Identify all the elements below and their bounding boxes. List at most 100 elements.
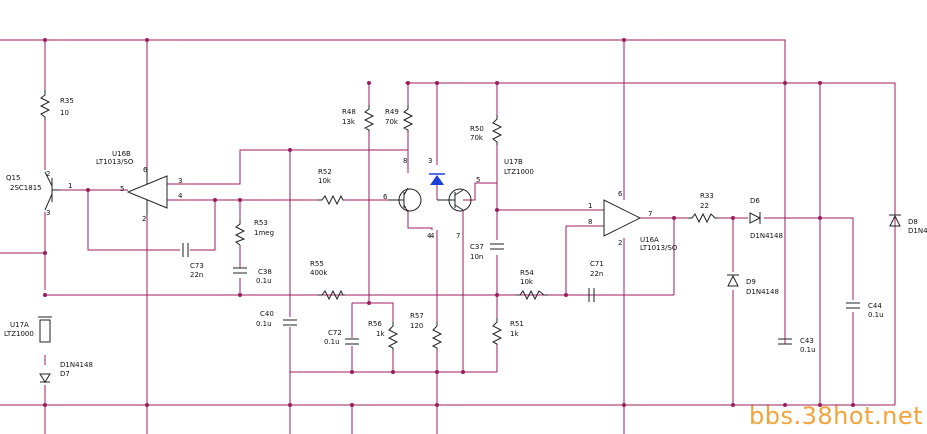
pin-label: 8 <box>588 218 592 226</box>
r52-value: 10k <box>318 177 332 185</box>
reference-u17b: U17B LTZ1000 <box>388 158 534 213</box>
r48-ref: R48 <box>342 108 356 116</box>
diode-d8: D8 D1N4 <box>889 214 927 235</box>
reference-u17a: U17A LTZ1000 <box>4 316 52 343</box>
u16a-value: LT1013/SO <box>640 244 678 252</box>
capacitor-c40: C40 0.1u <box>256 310 297 328</box>
d7-value: D1N4148 <box>60 361 93 369</box>
resistor-r54: R54 10k <box>516 269 548 301</box>
junction-dots <box>43 38 855 407</box>
d8-value: D1N4 <box>908 227 927 235</box>
pin-label: 3 <box>178 177 182 185</box>
opamp-u16a: U16A LT1013/SO <box>603 199 678 252</box>
r53-ref: R53 <box>254 219 268 227</box>
resistor-r48: R48 13k <box>342 105 375 132</box>
capacitor-c37: C37 10n <box>470 243 504 261</box>
r49-value: 70k <box>385 118 399 126</box>
r33-ref: R33 <box>700 192 714 200</box>
pin-label: 2 <box>142 215 146 223</box>
r50-ref: R50 <box>470 125 484 133</box>
pin-label: 7 <box>456 232 460 240</box>
c71-ref: C71 <box>590 260 604 268</box>
r49-ref: R49 <box>385 108 399 116</box>
pin-label: 1 <box>68 182 72 190</box>
r57-ref: R57 <box>410 312 424 320</box>
pin-label: 6 <box>618 190 623 198</box>
capacitor-c38: C38 0.1u <box>233 267 272 285</box>
r50-value: 70k <box>470 134 484 142</box>
resistor-r33: R33 22 <box>688 192 718 224</box>
c38-value: 0.1u <box>256 277 272 285</box>
pin-label: 7 <box>648 210 652 218</box>
resistor-r52: R52 10k <box>318 168 345 206</box>
c40-ref: C40 <box>260 310 274 318</box>
r57-value: 120 <box>410 322 423 330</box>
c40-value: 0.1u <box>256 320 272 328</box>
r54-value: 10k <box>520 278 534 286</box>
u17a-value: LTZ1000 <box>4 330 34 338</box>
capacitor-c71: C71 22n <box>588 260 604 302</box>
pin-label: 3 <box>428 157 432 165</box>
transistor-q15: Q15 2SC1815 <box>6 171 60 211</box>
pin-label: 5 <box>476 176 480 184</box>
r35-value: 10 <box>60 109 69 117</box>
r54-ref: R54 <box>520 269 534 277</box>
r33-value: 22 <box>700 202 709 210</box>
pin-label: 1 <box>588 202 592 210</box>
q15-ref: Q15 <box>6 174 20 182</box>
c43-value: 0.1u <box>800 346 816 354</box>
d8-ref: D8 <box>908 218 918 226</box>
c43-ref: C43 <box>800 337 814 345</box>
diode-d9: D9 D1N4148 <box>727 274 779 296</box>
wires <box>0 39 896 434</box>
u17b-ref: U17B <box>504 158 523 166</box>
pin-label: 4 <box>430 232 435 240</box>
watermark-text: bbs.38hot.net <box>749 402 923 430</box>
capacitor-c72: C72 0.1u <box>324 329 359 346</box>
opamp-u16b: U16B LT1013/SO <box>96 150 168 215</box>
c72-value: 0.1u <box>324 338 340 346</box>
zener-diode-icon <box>429 173 445 185</box>
r48-value: 13k <box>342 118 356 126</box>
d7-ref: D7 <box>60 370 70 378</box>
pin-label: 4 <box>427 232 432 240</box>
u16b-value: LT1013/SO <box>96 158 134 166</box>
r51-value: 1k <box>510 330 519 338</box>
pin-label: 8 <box>403 157 407 165</box>
r55-value: 400k <box>310 269 328 277</box>
q15-value: 2SC1815 <box>10 184 42 192</box>
pin-label: 4 <box>178 192 183 200</box>
d6-value: D1N4148 <box>750 232 783 240</box>
resistor-r56: R56 1k <box>368 320 399 350</box>
c44-value: 0.1u <box>868 311 884 319</box>
r56-ref: R56 <box>368 320 382 328</box>
capacitor-c73: C73 22n <box>182 243 204 279</box>
pin-label: 6 <box>383 193 388 201</box>
resistor-r51: R51 1k <box>491 318 524 345</box>
u16b-ref: U16B <box>112 150 131 158</box>
pin-label: 2 <box>618 239 622 247</box>
u16a-ref: U16A <box>640 236 659 244</box>
resistor-r57: R57 120 <box>410 312 443 350</box>
d9-ref: D9 <box>746 278 756 286</box>
pin-numbers: 2 1 3 5 6 4 2 3 4 6 8 3 5 4 7 1 8 7 6 2 <box>46 157 652 247</box>
c37-ref: C37 <box>470 243 484 251</box>
pin-label: 6 <box>143 166 148 174</box>
r52-ref: R52 <box>318 168 332 176</box>
resistor-r53: R53 1meg <box>234 219 274 246</box>
c73-value: 22n <box>190 271 203 279</box>
c71-value: 22n <box>590 270 603 278</box>
diode-d7: D1N4148 D7 <box>39 361 93 383</box>
c38-ref: C38 <box>258 268 272 276</box>
pin-label: 2 <box>46 170 50 178</box>
c72-ref: C72 <box>328 329 342 337</box>
d9-value: D1N4148 <box>746 288 779 296</box>
u17a-ref: U17A <box>10 321 29 329</box>
c37-value: 10n <box>470 253 483 261</box>
r55-ref: R55 <box>310 260 324 268</box>
resistor-r35: R35 10 <box>39 90 74 120</box>
r35-ref: R35 <box>60 97 74 105</box>
capacitor-c43: C43 0.1u <box>778 337 816 354</box>
r56-value: 1k <box>376 330 385 338</box>
resistor-r49: R49 70k <box>385 105 414 132</box>
